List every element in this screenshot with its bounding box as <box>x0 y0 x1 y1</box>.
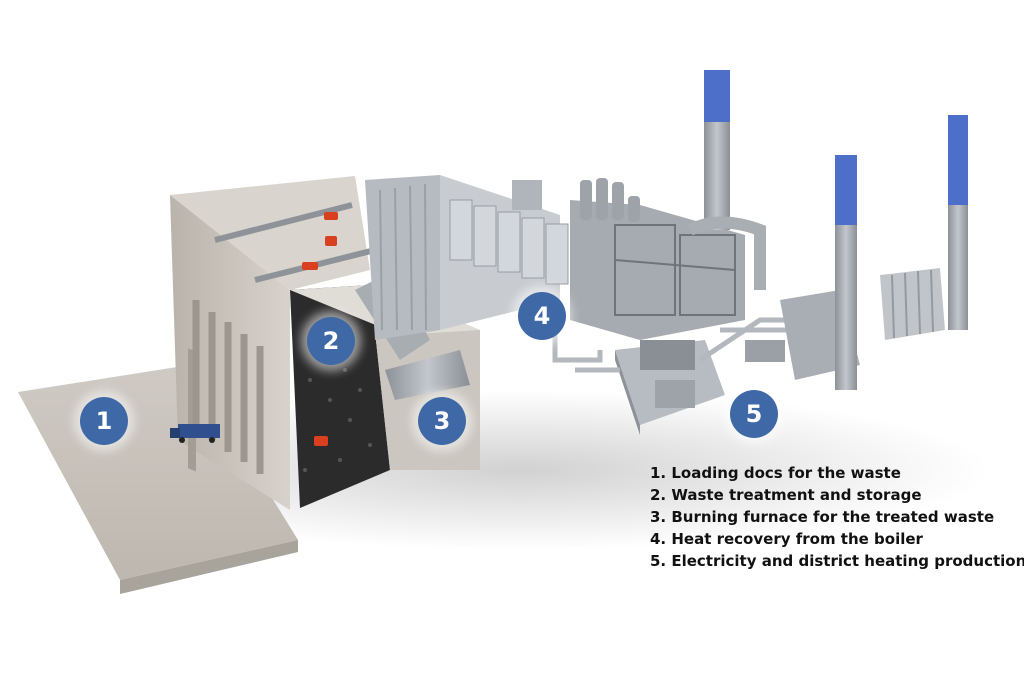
step-marker-4: 4 <box>518 292 566 340</box>
crane-grabs <box>302 212 338 446</box>
main-stack-cap <box>704 70 730 122</box>
fgt-frame <box>614 224 736 316</box>
loading-dock-edge <box>120 540 298 594</box>
legend-item: 3. Burning furnace for the treated waste <box>650 508 995 526</box>
boiler-ribs <box>379 183 427 331</box>
turbine-base <box>615 350 640 435</box>
legend-item: 2. Waste treatment and storage <box>650 486 922 504</box>
step-marker-1: 1 <box>80 397 128 445</box>
pump-skid <box>745 340 785 362</box>
legend-item: 5. Electricity and district heating prod… <box>650 552 1024 570</box>
furnace-grate <box>385 350 470 400</box>
legend-item: 4. Heat recovery from the boiler <box>650 530 923 548</box>
boiler-top-unit <box>512 180 542 210</box>
legend-list: 1. Loading docs for the waste 2. Waste t… <box>650 462 1024 572</box>
step-marker-5: 5 <box>730 390 778 438</box>
legend-item: 1. Loading docs for the waste <box>650 464 901 482</box>
step-marker-2: 2 <box>307 317 355 365</box>
filter-ribs <box>891 269 934 339</box>
boiler-front <box>365 175 440 340</box>
stack-three-cap <box>948 115 968 205</box>
stack-two-cap <box>835 155 857 225</box>
convection-modules <box>449 199 569 285</box>
stack-duct <box>687 216 766 290</box>
filter-house <box>880 268 945 340</box>
generator <box>655 380 695 408</box>
step-marker-3: 3 <box>418 397 466 445</box>
loading-door-columns <box>192 300 264 474</box>
turbine-unit <box>640 340 695 370</box>
truck <box>170 424 220 443</box>
storage-silos <box>580 178 640 222</box>
